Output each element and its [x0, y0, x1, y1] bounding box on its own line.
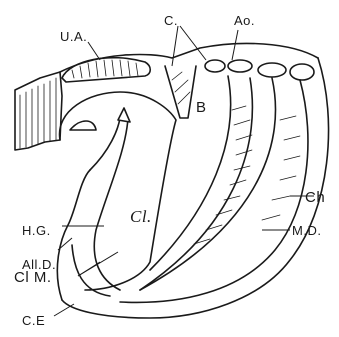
- allantoic-tooth: [118, 108, 130, 122]
- label-b: B: [196, 100, 207, 115]
- somite-ring: [290, 64, 314, 80]
- aorta-right: [228, 60, 252, 72]
- leader-c-2: [180, 26, 206, 60]
- outer-wall-inner: [120, 80, 308, 302]
- label-chorda: Ch: [305, 190, 325, 205]
- leader-ua: [88, 42, 100, 60]
- label-hind-gut: H.G.: [22, 224, 51, 237]
- label-c: C.: [164, 14, 178, 27]
- leader-c-1: [172, 26, 178, 66]
- label-umbilical-artery: U.A.: [60, 30, 87, 43]
- leader-clm-2: [78, 252, 118, 276]
- leader-ao: [232, 30, 238, 60]
- body-hatching: [194, 106, 300, 244]
- label-ce: C.E: [22, 314, 45, 327]
- groove-notch: [165, 66, 196, 118]
- label-aorta: Ao.: [234, 14, 255, 27]
- notochord-ring: [258, 63, 286, 77]
- stalk-block: [15, 72, 62, 150]
- label-cloaca: Cl.: [130, 208, 152, 225]
- label-mesonephric-duct: M.D.: [292, 224, 321, 237]
- label-cloacal-membrane: Cl M.: [14, 270, 52, 285]
- leader-ce: [54, 304, 74, 316]
- allantoic-opening: [70, 121, 96, 130]
- aorta-left: [205, 60, 225, 72]
- hind-gut-wall: [57, 170, 90, 300]
- outer-body-wall: [62, 58, 329, 318]
